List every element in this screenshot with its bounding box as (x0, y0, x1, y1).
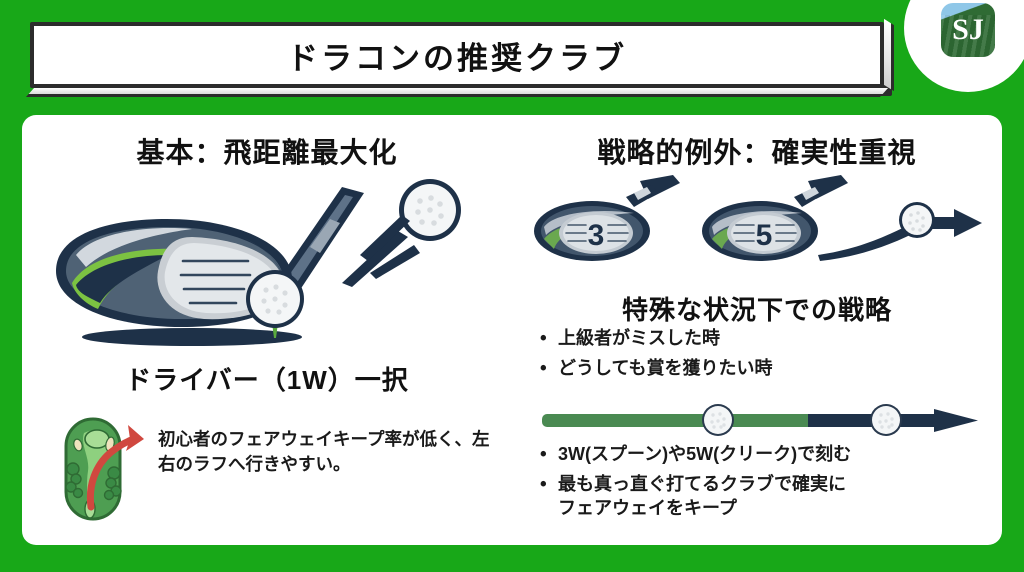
beginner-note: 初心者のフェアウェイキープ率が低く、左右のラフへ行きやすい。 (54, 415, 494, 523)
list-item: 3W(スプーン)や5W(クリーク)で刻む (538, 442, 988, 467)
header: ドラコンの推奨クラブ SJ (0, 0, 1024, 112)
beginner-note-text: 初心者のフェアウェイキープ率が低く、左右のラフへ行きやすい。 (158, 429, 490, 474)
logo-monogram: SJ (952, 13, 984, 46)
wood-3-number: 3 (588, 219, 605, 252)
distance-control-arrow-bar (542, 403, 982, 437)
page-title: ドラコンの推奨クラブ (287, 40, 627, 76)
list-item: 最も真っ直ぐ打てるクラブで確実に フェアウェイをキープ (538, 472, 988, 521)
list-item-line-2: フェアウェイをキープ (558, 497, 737, 518)
strategy-bullet-list-bottom: 3W(スプーン)や5W(クリーク)で刻む 最も真っ直ぐ打てるクラブで確実に フェ… (538, 442, 988, 527)
right-column: 戦略的例外：確実性重視 (512, 115, 1002, 545)
driver-club-label: ドライバー（1W）一択 (125, 365, 409, 395)
fairway-woods-illustration: 3 (530, 173, 990, 273)
title-box-bevel-bottom (25, 88, 889, 97)
list-item: どうしても賞を獲りたい時 (538, 356, 988, 381)
title-box-bevel-right (884, 18, 894, 92)
wood-5-number: 5 (756, 219, 773, 252)
golf-course-app-logo-icon[interactable]: SJ (941, 3, 995, 57)
title-box: ドラコンの推奨クラブ (30, 22, 884, 88)
right-section-heading: 戦略的例外：確実性重視 (597, 137, 917, 168)
list-item: 上級者がミスした時 (538, 326, 988, 351)
golf-driver-illustration (42, 175, 492, 350)
right-subheading: 特殊な状況下での戦略 (621, 295, 892, 325)
left-section-heading: 基本：飛距離最大化 (136, 137, 398, 168)
strategy-bullet-list-top: 上級者がミスした時 どうしても賞を獲りたい時 (538, 326, 988, 387)
content-card: 基本：飛距離最大化 (22, 115, 1002, 545)
golf-hole-map-icon (54, 415, 146, 523)
left-column: 基本：飛距離最大化 (22, 115, 512, 545)
list-item-line-1: 最も真っ直ぐ打てるクラブで確実に (558, 473, 846, 494)
